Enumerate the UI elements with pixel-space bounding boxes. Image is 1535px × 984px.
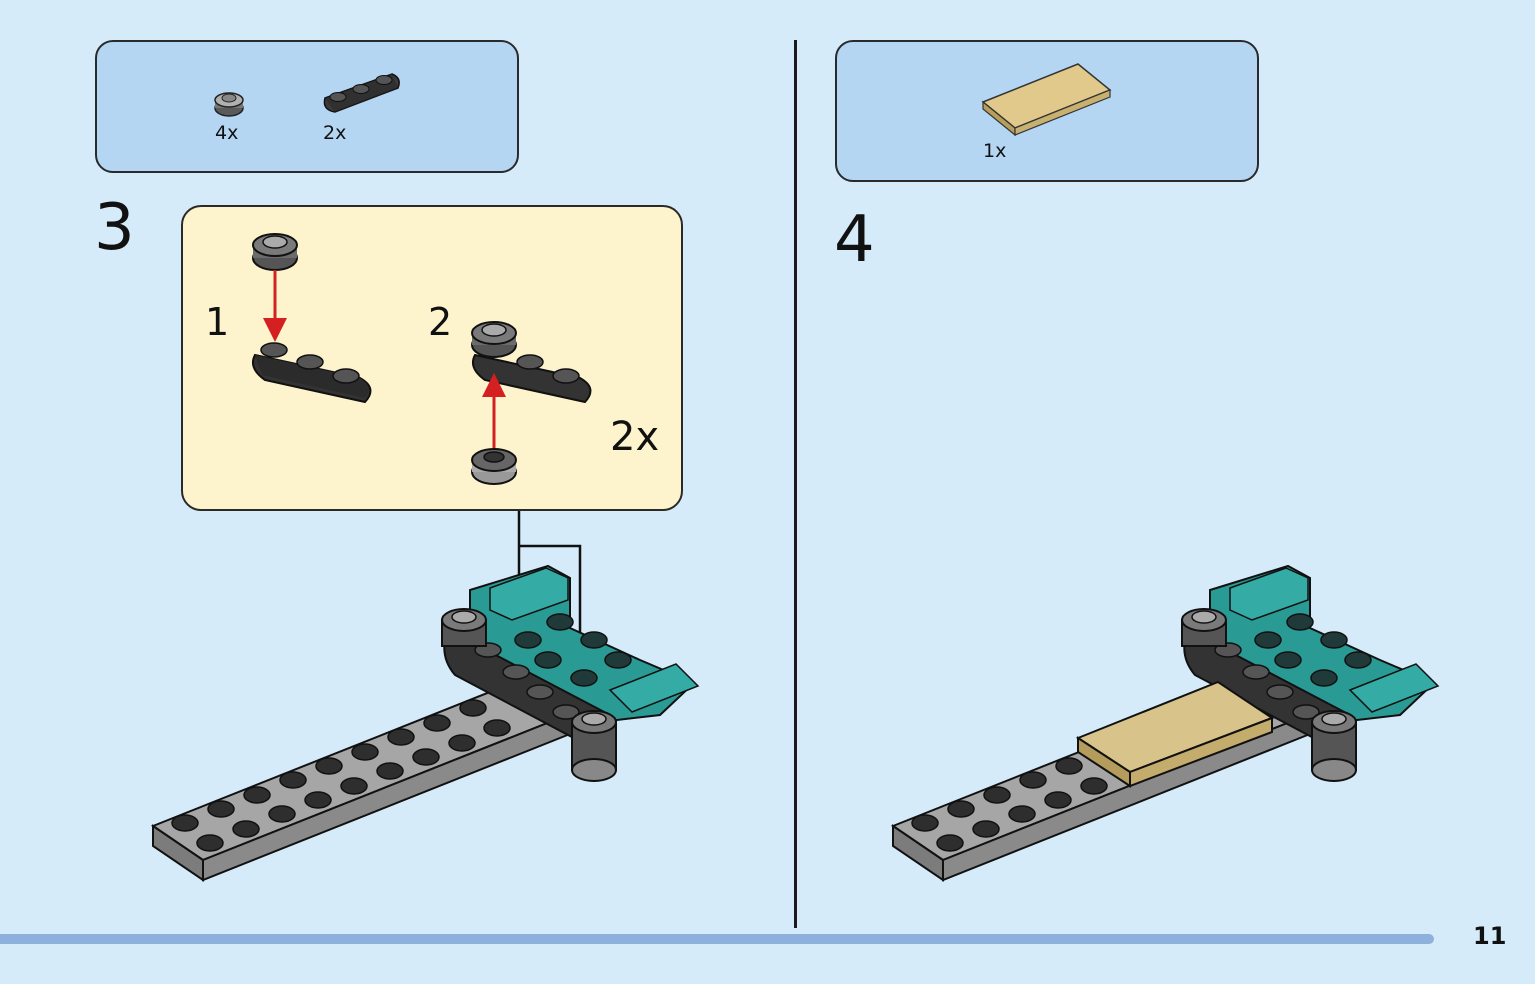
- part-icon-plate-1x3: [323, 73, 400, 113]
- part-qty-tile: 1x: [983, 140, 1007, 162]
- progress-bar: [0, 934, 1434, 944]
- part-icon-tan-tile: [981, 63, 1112, 137]
- step3-model: [150, 564, 700, 882]
- part-qty-plate-1x3: 2x: [323, 122, 347, 144]
- sub-step-number-2: 2: [428, 300, 453, 344]
- step4-model: [890, 564, 1440, 882]
- step3-parts-box: 4x 2x: [95, 40, 519, 173]
- sub1-plate-1x3: [252, 342, 372, 404]
- step3-round-plate-bottom-right: [571, 710, 617, 782]
- sub2-round-plate: [471, 448, 517, 485]
- part-icon-round-plate: [214, 92, 244, 117]
- step4-tan-tile: [1075, 680, 1275, 788]
- sub2-assembly: [471, 321, 592, 404]
- sub-step-number-1: 1: [205, 300, 230, 344]
- part-qty-round-plate: 4x: [215, 122, 239, 144]
- page-number: 11: [1473, 922, 1507, 950]
- sub1-round-plate: [252, 233, 298, 271]
- step-divider: [794, 40, 797, 928]
- step-number-3: 3: [94, 191, 135, 265]
- step3-round-plate-top-left: [441, 608, 487, 647]
- sub-assembly-multiplier: 2x: [610, 414, 660, 460]
- step-number-4: 4: [834, 203, 875, 277]
